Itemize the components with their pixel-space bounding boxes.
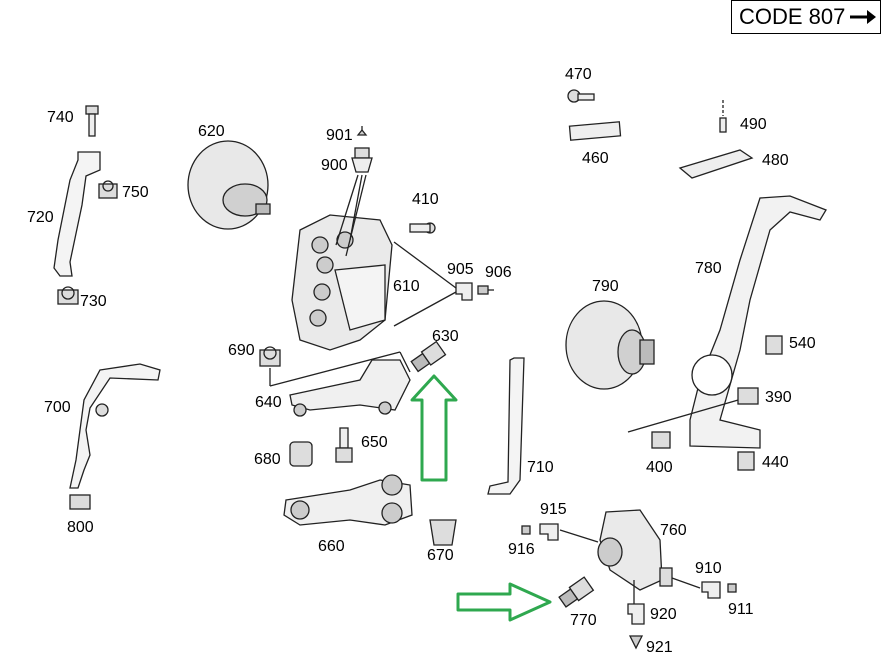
part-900-fitting (351, 147, 373, 173)
label-915: 915 (540, 501, 567, 518)
part-915-fitting (539, 523, 559, 541)
part-410-screw (409, 222, 436, 234)
label-740: 740 (47, 109, 74, 126)
part-470-screw (567, 89, 595, 103)
label-700: 700 (44, 399, 71, 416)
label-780: 780 (695, 260, 722, 277)
part-620-accumulator (187, 140, 271, 230)
part-760-level-valve (597, 509, 673, 591)
label-916: 916 (508, 541, 535, 558)
arrow-right-icon (850, 10, 877, 24)
label-470: 470 (565, 66, 592, 83)
label-650: 650 (361, 434, 388, 451)
part-790-accumulator (565, 300, 655, 390)
part-540-mount (765, 335, 783, 355)
part-400-nut (651, 431, 671, 449)
label-400: 400 (646, 459, 673, 476)
part-710-strap (487, 357, 525, 495)
label-720: 720 (27, 209, 54, 226)
label-906: 906 (485, 264, 512, 281)
label-690: 690 (228, 342, 255, 359)
label-660: 660 (318, 538, 345, 555)
part-901-cap (356, 126, 368, 136)
part-690-nut (259, 346, 281, 367)
code-807-box: CODE 807 (731, 0, 881, 34)
label-901: 901 (326, 127, 353, 144)
label-710: 710 (527, 459, 554, 476)
part-390-nut (737, 387, 759, 405)
green-outline-arrow-right-icon (456, 582, 552, 622)
part-911-cap (727, 583, 737, 593)
part-910-fitting (701, 581, 721, 599)
label-911: 911 (728, 601, 754, 618)
label-440: 440 (762, 454, 789, 471)
label-770: 770 (570, 612, 597, 629)
part-490-screw (719, 100, 727, 133)
label-921: 921 (646, 639, 673, 656)
part-920-fitting (627, 603, 645, 625)
part-916-cap (521, 525, 531, 535)
part-906-cap (477, 285, 494, 295)
part-680-mount (289, 441, 313, 467)
label-730: 730 (80, 293, 107, 310)
label-905: 905 (447, 261, 474, 278)
label-490: 490 (740, 116, 767, 133)
part-730-nut (57, 286, 79, 305)
label-410: 410 (412, 191, 439, 208)
part-905-fitting (455, 282, 473, 301)
part-610-valve-block (291, 214, 393, 351)
label-460: 460 (582, 150, 609, 167)
label-760: 760 (660, 522, 687, 539)
part-800-nut (69, 494, 91, 510)
label-630: 630 (432, 328, 459, 345)
label-620: 620 (198, 123, 225, 140)
label-920: 920 (650, 606, 677, 623)
label-790: 790 (592, 278, 619, 295)
green-outline-arrow-up-icon (410, 374, 458, 482)
label-680: 680 (254, 451, 281, 468)
label-900: 900 (321, 157, 348, 174)
label-390: 390 (765, 389, 792, 406)
part-740-bolt (85, 105, 99, 137)
label-800: 800 (67, 519, 94, 536)
part-630-sensor (410, 340, 447, 373)
label-910: 910 (695, 560, 722, 577)
label-610: 610 (393, 278, 420, 295)
part-770-sensor (558, 576, 595, 608)
label-670: 670 (427, 547, 454, 564)
part-650-bolt (335, 427, 353, 463)
part-480-plate (678, 149, 754, 179)
part-440-mount (737, 451, 755, 471)
part-921-cap (628, 635, 644, 650)
part-750-nut (98, 180, 118, 199)
part-720-bracket (53, 151, 101, 277)
part-660-plate (283, 474, 413, 526)
part-640-bracket (289, 359, 411, 417)
label-540: 540 (789, 335, 816, 352)
part-670-mount (429, 519, 457, 546)
label-750: 750 (122, 184, 149, 201)
label-640: 640 (255, 394, 282, 411)
part-700-bracket (69, 363, 161, 489)
part-780-bracket (689, 195, 827, 449)
part-460-plate (568, 121, 622, 141)
code-label: CODE 807 (739, 4, 846, 29)
label-480: 480 (762, 152, 789, 169)
